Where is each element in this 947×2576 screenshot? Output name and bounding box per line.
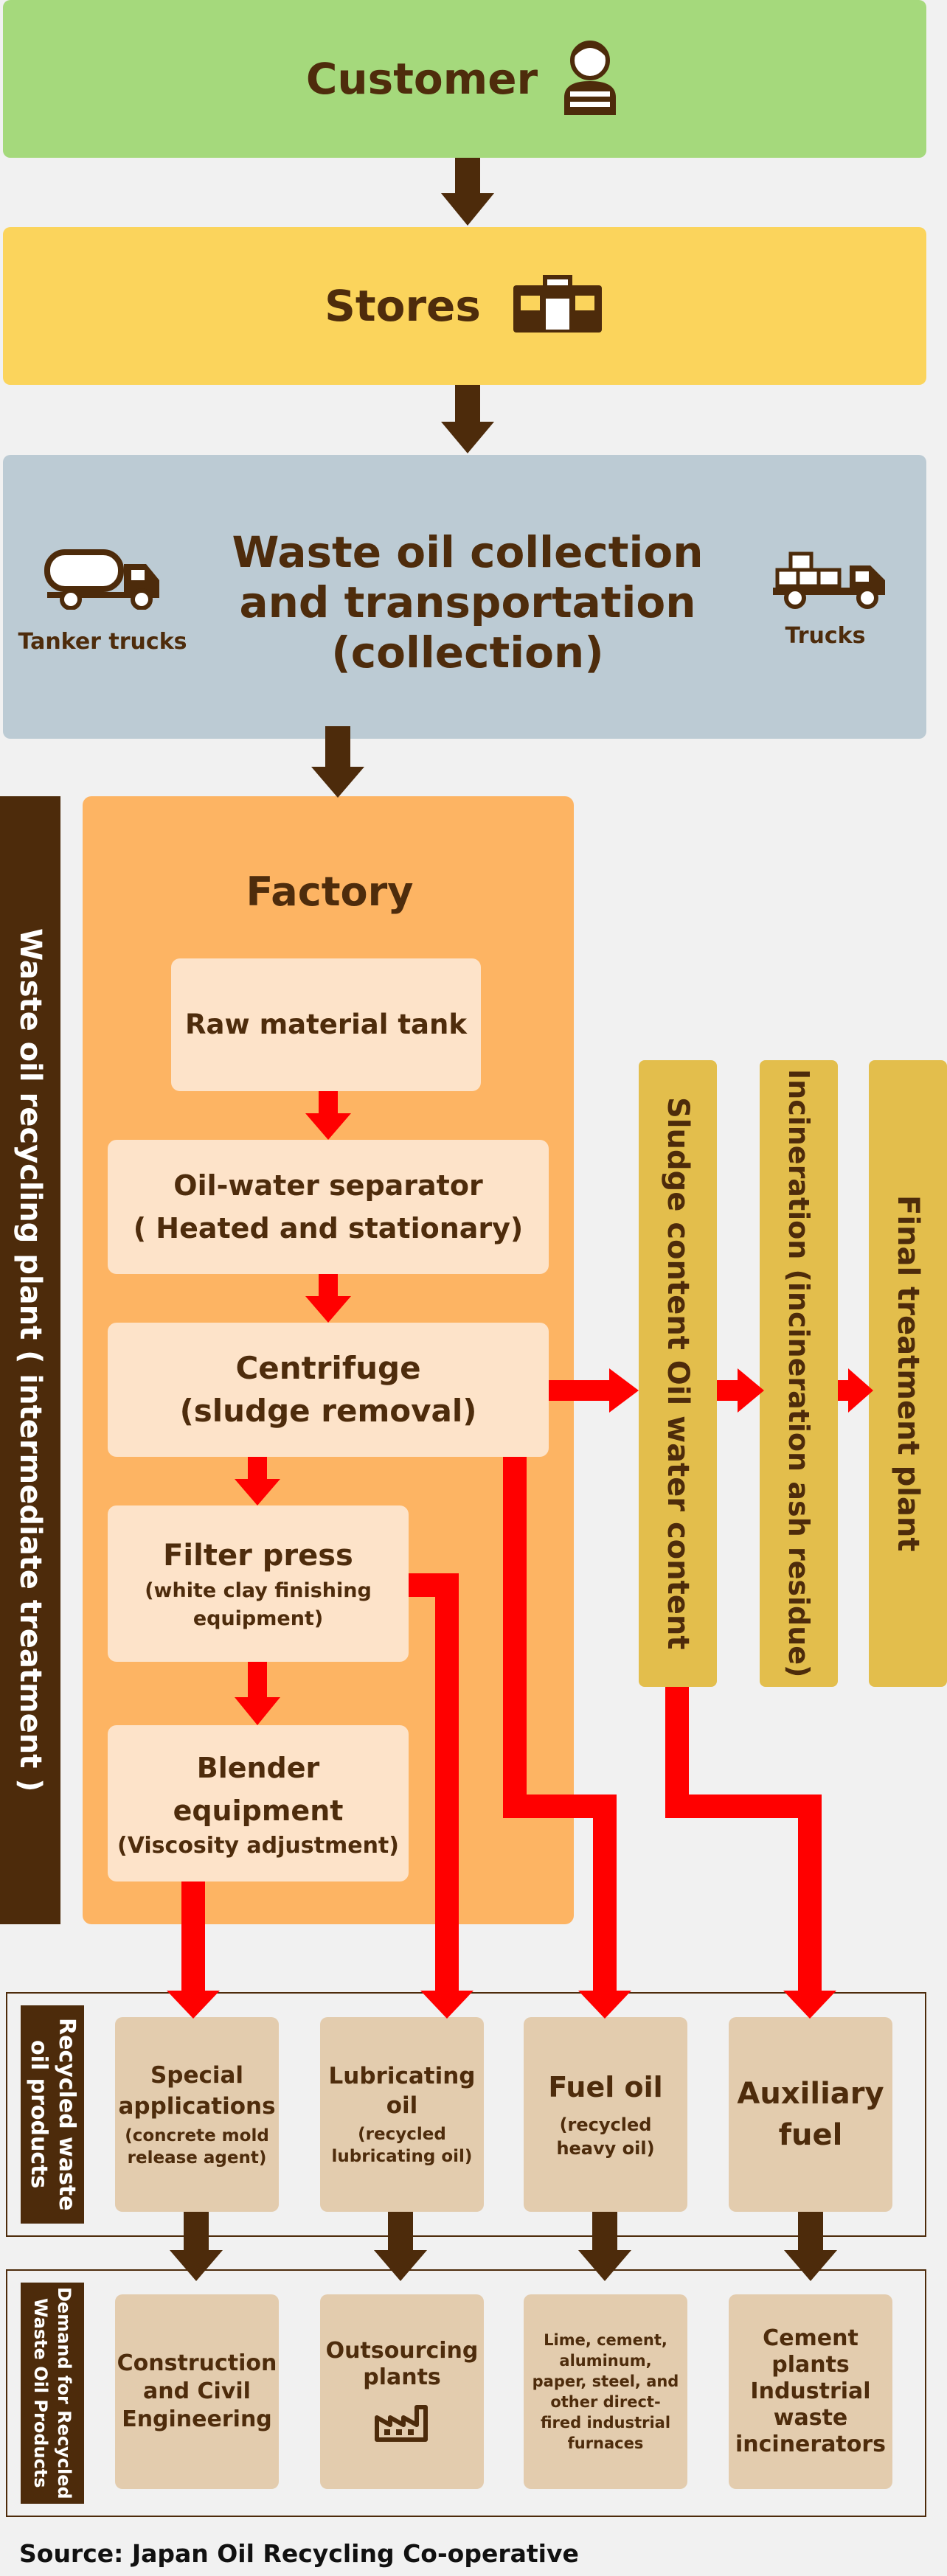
product-card-auxiliary-fuel: Auxiliary fuel (729, 2017, 892, 2212)
demand-frame (6, 2269, 926, 2517)
arrow-centrifuge-to-sludge (549, 1368, 639, 1413)
arrow-stores-to-collection (441, 385, 494, 453)
filter-press-sub-line2: equipment) (192, 1607, 324, 1630)
arrow-product1-to-demand (170, 2212, 223, 2281)
product-title: Lubricating oil (328, 2063, 476, 2119)
arrow-product4-to-demand (784, 2212, 837, 2281)
blender-title: Blender equipment (173, 1752, 344, 1827)
arrow-incineration-to-final (838, 1368, 873, 1413)
product-card-lubricating: Lubricating oil (recycled lubricating oi… (320, 2017, 484, 2212)
arrow-product3-to-demand (578, 2212, 631, 2281)
separator-line2: ( Heated and stationary) (133, 1212, 524, 1245)
oil-water-separator-box: Oil-water separator ( Heated and station… (108, 1140, 549, 1274)
product-title: Special applications (118, 2062, 276, 2120)
product-sub: (recycled heavy oil) (556, 2114, 655, 2159)
collection-title: Waste oil collection and transportation … (187, 525, 748, 680)
factory-icon (374, 2404, 430, 2446)
sludge-column: Sludge content Oil water content (639, 1060, 717, 1687)
demand-card-outsourcing: Outsourcing plants (320, 2294, 484, 2489)
demand-card-cement-plants: Cement plants Industrial waste incinerat… (729, 2294, 892, 2489)
person-icon (557, 38, 623, 119)
product-title: Fuel oil (548, 2071, 663, 2103)
collection-title-line1: Waste oil collection (232, 527, 704, 577)
collection-band: Waste oil collection and transportation … (3, 455, 926, 739)
blender-sub: (Viscosity adjustment) (117, 1833, 399, 1859)
arrow-sludge-to-auxiliary (665, 1687, 836, 2019)
trucks-label: Trucks (785, 623, 866, 649)
stores-band: Stores (3, 227, 926, 385)
sludge-label: Sludge content Oil water content (661, 1097, 695, 1650)
demand-title: Lime, cement, aluminum, paper, steel, an… (532, 2331, 679, 2452)
demand-card-furnaces: Lime, cement, aluminum, paper, steel, an… (524, 2294, 687, 2489)
tanker-truck-icon (44, 549, 162, 613)
demand-title: Construction and Civil Engineering (117, 2350, 277, 2432)
demand-card-construction: Construction and Civil Engineering (115, 2294, 279, 2489)
arrow-sludge-to-incineration (717, 1368, 764, 1413)
plant-label: Waste oil recycling plant ( intermediate… (13, 928, 47, 1792)
blender-equipment-box: Blender equipment (Viscosity adjustment) (108, 1725, 409, 1881)
final-treatment-column: Final treatment plant (869, 1060, 947, 1687)
product-card-special: Special applications (concrete mold rele… (115, 2017, 279, 2212)
store-icon (510, 274, 605, 338)
arrow-collection-to-factory (311, 726, 364, 798)
final-treatment-label: Final treatment plant (891, 1195, 925, 1552)
incineration-column: Incineration (incineration ash residue) (760, 1060, 838, 1687)
filter-press-title: Filter press (163, 1539, 353, 1573)
plant-label-bar: Waste oil recycling plant ( intermediate… (0, 796, 60, 1924)
factory-title: Factory (246, 868, 414, 915)
filter-press-sub-line1: (white clay finishing (145, 1579, 372, 1602)
arrow-centrifuge-to-filter (235, 1457, 280, 1505)
tanker-trucks-label: Tanker trucks (18, 629, 187, 655)
filter-press-box: Filter press (white clay finishing equip… (108, 1505, 409, 1662)
products-section-label: Recycled waste oil products (26, 2018, 80, 2211)
incineration-label: Incineration (incineration ash residue) (783, 1069, 815, 1678)
raw-material-tank-box: Raw material tank (171, 958, 481, 1091)
arrow-customer-to-stores (441, 158, 494, 226)
centrifuge-line1: Centrifuge (235, 1350, 421, 1386)
demand-title: Outsourcing plants (325, 2338, 479, 2390)
arrow-tank-to-separator (305, 1091, 351, 1140)
product-card-fuel-oil: Fuel oil (recycled heavy oil) (524, 2017, 687, 2212)
arrow-centrifuge-to-fuel-oil (503, 1457, 631, 2019)
customer-band: Customer (3, 0, 926, 158)
demand-section-label-box: Demand for Recycled Waste Oil Products (21, 2283, 84, 2504)
products-section-label-box: Recycled waste oil products (21, 2005, 84, 2224)
arrow-blender-to-special (167, 1881, 220, 2019)
arrow-separator-to-centrifuge (305, 1274, 351, 1323)
collection-title-line3: (collection) (331, 627, 604, 678)
product-title: Auxiliary fuel (737, 2077, 884, 2152)
stores-label: Stores (325, 281, 481, 331)
arrow-filter-to-blender (235, 1662, 280, 1725)
centrifuge-line2: (sludge removal) (179, 1393, 477, 1429)
customer-label: Customer (305, 54, 538, 104)
product-sub: (recycled lubricating oil) (331, 2125, 473, 2166)
raw-material-tank-label: Raw material tank (185, 1009, 467, 1040)
collection-title-line2: and transportation (239, 577, 696, 627)
arrow-product2-to-demand (374, 2212, 427, 2281)
centrifuge-box: Centrifuge (sludge removal) (108, 1323, 549, 1457)
source-note: Source: Japan Oil Recycling Co-operative (19, 2539, 579, 2568)
separator-line1: Oil-water separator (173, 1169, 483, 1202)
demand-title: Cement plants Industrial waste incinerat… (735, 2325, 887, 2457)
arrow-filter-to-lubricating (409, 1573, 474, 2019)
truck-icon (770, 549, 888, 613)
product-sub: (concrete mold release agent) (125, 2126, 269, 2168)
demand-section-label: Demand for Recycled Waste Oil Products (30, 2287, 74, 2499)
